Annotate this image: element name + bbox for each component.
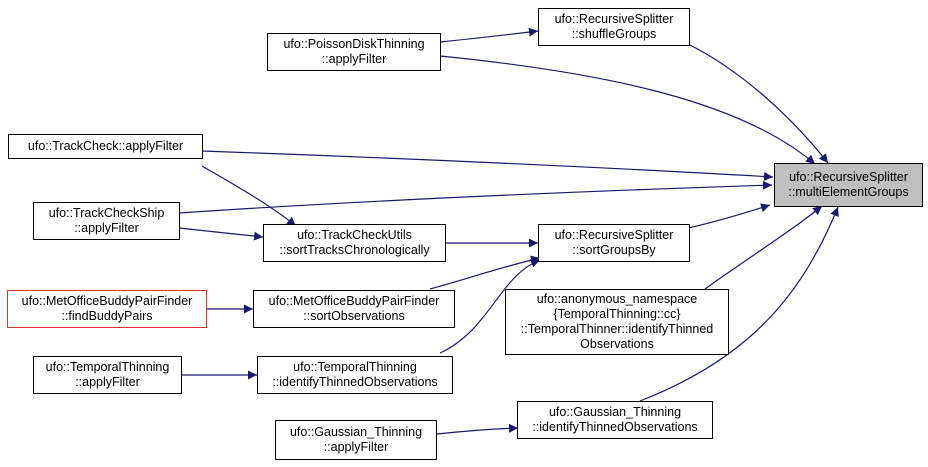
edge-anon-to-focus	[704, 205, 823, 290]
edge-trackcheckship-to-sorttracks	[178, 227, 264, 241]
edge-shuffle-to-focus	[687, 43, 829, 164]
node-line: ::shuffleGroups	[571, 27, 657, 41]
node-line: ::findBuddyPairs	[61, 309, 153, 323]
node-line: ::multiElementGroups	[788, 185, 909, 199]
edge-gaussident-to-focus	[639, 206, 839, 402]
node-line: ufo::RecursiveSplitter	[554, 228, 674, 242]
node-line: ufo::anonymous_namespace	[536, 292, 698, 306]
node-recursivesplitter-sortgroupsby[interactable]: ufo::RecursiveSplitter ::sortGroupsBy	[538, 224, 690, 262]
node-line: ::sortObservations	[303, 309, 405, 323]
edge-poisson-to-focus	[439, 55, 816, 165]
node-line: ufo::MetOfficeBuddyPairFinder	[21, 294, 193, 308]
node-metofficebuddypairfinder-sortobservations[interactable]: ufo::MetOfficeBuddyPairFinder ::sortObse…	[253, 290, 455, 328]
edge-temporalident-to-sortgroups	[439, 258, 541, 354]
node-line: ::applyFilter	[321, 52, 387, 66]
node-gaussianthinning-identifythinnedobservations[interactable]: ufo::Gaussian_Thinning ::identifyThinned…	[517, 401, 713, 439]
node-line: ufo::PoissonDiskThinning	[283, 37, 425, 51]
node-line: ufo::TrackCheckShip	[48, 206, 165, 220]
node-line: ufo::MetOfficeBuddyPairFinder	[268, 294, 440, 308]
node-line: ::identifyThinnedObservations	[532, 420, 698, 434]
node-line: ::applyFilter	[75, 375, 140, 389]
node-trackcheckutils-sorttrackschronologically[interactable]: ufo::TrackCheckUtils ::sortTracksChronol…	[263, 224, 446, 262]
node-line: ::identifyThinnedObservations	[272, 375, 438, 389]
node-line: ufo::TemporalThinning	[45, 360, 170, 374]
node-line: ufo::RecursiveSplitter	[789, 170, 908, 184]
node-line: ::TemporalThinner::identifyThinned	[520, 322, 714, 336]
edge-trackcheck-to-sorttracks	[201, 165, 297, 227]
node-recursivesplitter-shufflegroups[interactable]: ufo::RecursiveSplitter ::shuffleGroups	[538, 8, 690, 46]
node-line: ufo::TrackCheck::applyFilter	[27, 139, 184, 153]
edge-poisson-to-shuffle	[439, 27, 539, 43]
edge-sortobs-to-sortgroups	[429, 255, 541, 290]
node-line: ufo::TrackCheckUtils	[297, 228, 412, 242]
node-trackcheck-applyfilter[interactable]: ufo::TrackCheck::applyFilter	[8, 134, 203, 159]
edge-trackcheck-to-focus	[201, 150, 774, 181]
node-line: ::applyFilter	[74, 221, 139, 235]
node-temporalthinning-identifythinnedobservations[interactable]: ufo::TemporalThinning ::identifyThinnedO…	[257, 356, 453, 394]
node-anonymous-temporalthinner-identifythinnedobservations[interactable]: ufo::anonymous_namespace {TemporalThinni…	[505, 289, 729, 355]
node-recursivesplitter-multielementgroups: ufo::RecursiveSplitter ::multiElementGro…	[774, 163, 923, 207]
node-line: ::applyFilter	[323, 440, 389, 454]
node-gaussianthinning-applyfilter[interactable]: ufo::Gaussian_Thinning ::applyFilter	[275, 420, 437, 460]
node-line: {TemporalThinning::cc}	[553, 307, 681, 321]
node-trackcheckship-applyfilter[interactable]: ufo::TrackCheckShip ::applyFilter	[33, 202, 180, 240]
node-poissondiskthinning-applyfilter[interactable]: ufo::PoissonDiskThinning ::applyFilter	[267, 33, 441, 71]
node-metofficebuddypairfinder-findbuddypairs[interactable]: ufo::MetOfficeBuddyPairFinder ::findBudd…	[7, 290, 207, 328]
edge-gaussapply-to-gaussident	[436, 423, 519, 435]
node-line: ufo::TemporalThinning	[293, 360, 417, 374]
node-line: ufo::Gaussian_Thinning	[289, 425, 423, 439]
node-line: ufo::Gaussian_Thinning	[548, 405, 682, 419]
edge-trackcheckship-to-focus	[178, 180, 773, 214]
node-line: ufo::RecursiveSplitter	[554, 12, 674, 26]
node-line: Observations	[580, 337, 654, 351]
node-line: ::sortGroupsBy	[572, 243, 656, 257]
node-temporalthinning-applyfilter[interactable]: ufo::TemporalThinning ::applyFilter	[33, 356, 182, 394]
node-line: ::sortTracksChronologically	[279, 243, 430, 257]
edge-sortgroups-to-focus	[687, 203, 771, 229]
